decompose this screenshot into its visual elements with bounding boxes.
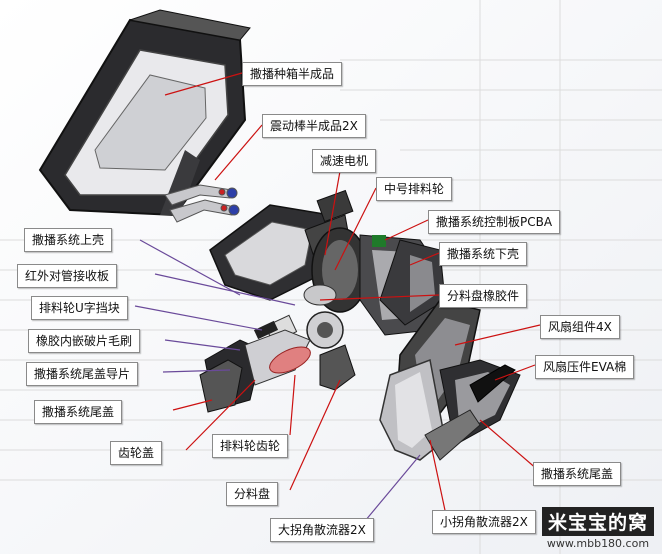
watermark-title: 米宝宝的窝 — [541, 507, 654, 536]
label-seed-box: 撒播种箱半成品 — [242, 62, 343, 86]
label-distributor-disc: 分料盘 — [226, 482, 279, 506]
label-lower-shell: 撒播系统下壳 — [439, 242, 528, 266]
leader-lines — [164, 72, 541, 516]
leader-lines-purple — [134, 239, 421, 528]
label-tail-cover-left: 撒播系统尾盖 — [34, 400, 123, 424]
label-control-board-pcba: 撒播系统控制板PCBA — [428, 210, 561, 234]
watermark-url: www.mbb180.com — [546, 537, 650, 550]
upper-shell-part — [209, 189, 356, 301]
label-fan-assembly: 风扇组件4X — [540, 315, 620, 339]
label-u-stopper: 排料轮U字挡块 — [31, 296, 128, 320]
label-tail-cover-right: 撒播系统尾盖 — [533, 462, 622, 486]
label-gear-cover: 齿轮盖 — [110, 441, 163, 465]
label-distributor-rubber: 分料盘橡胶件 — [439, 284, 528, 308]
lower-shell-part — [379, 239, 446, 326]
label-large-diffuser: 大拐角散流器2X — [270, 518, 374, 542]
label-gear-motor: 减速电机 — [312, 149, 377, 173]
eva-foam-part — [469, 364, 516, 403]
label-rubber-brush: 橡胶内嵌破片毛刷 — [28, 329, 141, 353]
label-vibration-rod: 震动棒半成品2X — [262, 114, 366, 138]
label-medium-discharge-wheel: 中号排料轮 — [376, 177, 453, 201]
label-tail-cover-guide: 撒播系统尾盖导片 — [26, 362, 139, 386]
label-eva-foam: 风扇压件EVA棉 — [535, 355, 635, 379]
label-discharge-wheel-gear: 排料轮齿轮 — [212, 434, 289, 458]
label-upper-shell: 撒播系统上壳 — [24, 228, 113, 252]
left-small-parts — [199, 314, 356, 413]
label-small-diffuser: 小拐角散流器2X — [432, 510, 536, 534]
label-infrared-receiver-board: 红外对管接收板 — [17, 264, 118, 288]
vibration-rod-part — [164, 184, 240, 223]
watermark: 米宝宝的窝 www.mbb180.com — [541, 507, 654, 550]
diffuser-part — [379, 358, 481, 461]
